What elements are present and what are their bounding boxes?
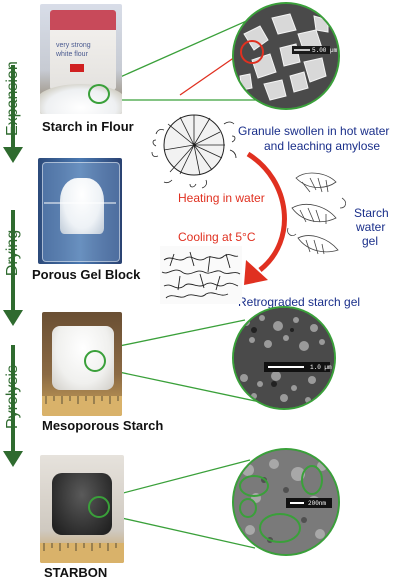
stage-arrow-expansion [0, 65, 26, 165]
sem-starbon-circle: 200nm [232, 448, 340, 556]
flour-bag-photo: very strong white flour [40, 4, 122, 114]
flour-zoom-marker [88, 84, 110, 104]
label-mesoporous-starch: Mesoporous Starch [42, 418, 164, 433]
ruler [42, 396, 122, 416]
label-starbon: STARBON [44, 565, 108, 580]
starbon-photo [40, 455, 124, 563]
water-line [44, 202, 116, 204]
starch-gel-icon [287, 172, 346, 255]
process-arrow [244, 151, 287, 285]
mesoporous-zoom-marker [84, 350, 106, 372]
ruler-ticks-icon [43, 543, 117, 551]
scale-bar-granules: 5.00 µm [312, 47, 338, 54]
stage-arrow-pyrolysis [0, 345, 26, 470]
down-arrow-icon [3, 65, 23, 163]
annotation-gel-1: Starch [354, 206, 389, 220]
scale-bar-starbon: 200nm [308, 500, 327, 507]
flour-bag-band [50, 10, 116, 30]
annotation-retrograded: Retrograded starch gel [238, 295, 361, 309]
arrow-head-icon [244, 260, 268, 285]
retrograded-gel-drawing [160, 246, 242, 304]
mesoporous-photo [42, 312, 122, 416]
annotation-gel-2: water [356, 220, 386, 234]
annotation-cooling: Cooling at 5°C [178, 230, 256, 244]
label-starch-in-flour: Starch in Flour [42, 119, 134, 134]
scale-bar-mesoporous: 1.0 µm [310, 364, 332, 371]
starbon-zoom-marker [88, 496, 110, 518]
down-arrow-icon [3, 210, 23, 326]
down-arrow-icon [3, 345, 23, 467]
annotation-heating: Heating in water [178, 191, 265, 205]
starbon-sem-image [234, 450, 338, 554]
mesoporous-sem-image [234, 308, 334, 408]
label-porous-gel-block: Porous Gel Block [32, 267, 141, 282]
annotation-granule-2: and leaching amylose [264, 139, 381, 153]
flour-bag-text-1: very strong [56, 42, 91, 49]
ruler [40, 543, 124, 563]
swollen-granule-drawing [150, 100, 242, 190]
retrograded-gel-icon [160, 246, 242, 304]
stage-arrow-drying [0, 210, 26, 328]
flour-bag-flag-icon [70, 64, 84, 72]
starch-water-gel-drawing [286, 168, 352, 264]
sem-mesoporous-circle: 1.0 µm [232, 306, 336, 410]
flour-pile [40, 84, 122, 114]
granule-zoom-marker [240, 40, 264, 64]
gel-block [60, 178, 104, 234]
swollen-granule-icon [151, 114, 237, 189]
annotation-gel-3: gel [362, 234, 379, 248]
annotation-granule-1: Granule swollen in hot water [238, 124, 390, 138]
gel-block-photo [38, 158, 122, 264]
ruler-ticks-icon [45, 396, 119, 404]
flour-bag-text-2: white flour [56, 51, 88, 58]
